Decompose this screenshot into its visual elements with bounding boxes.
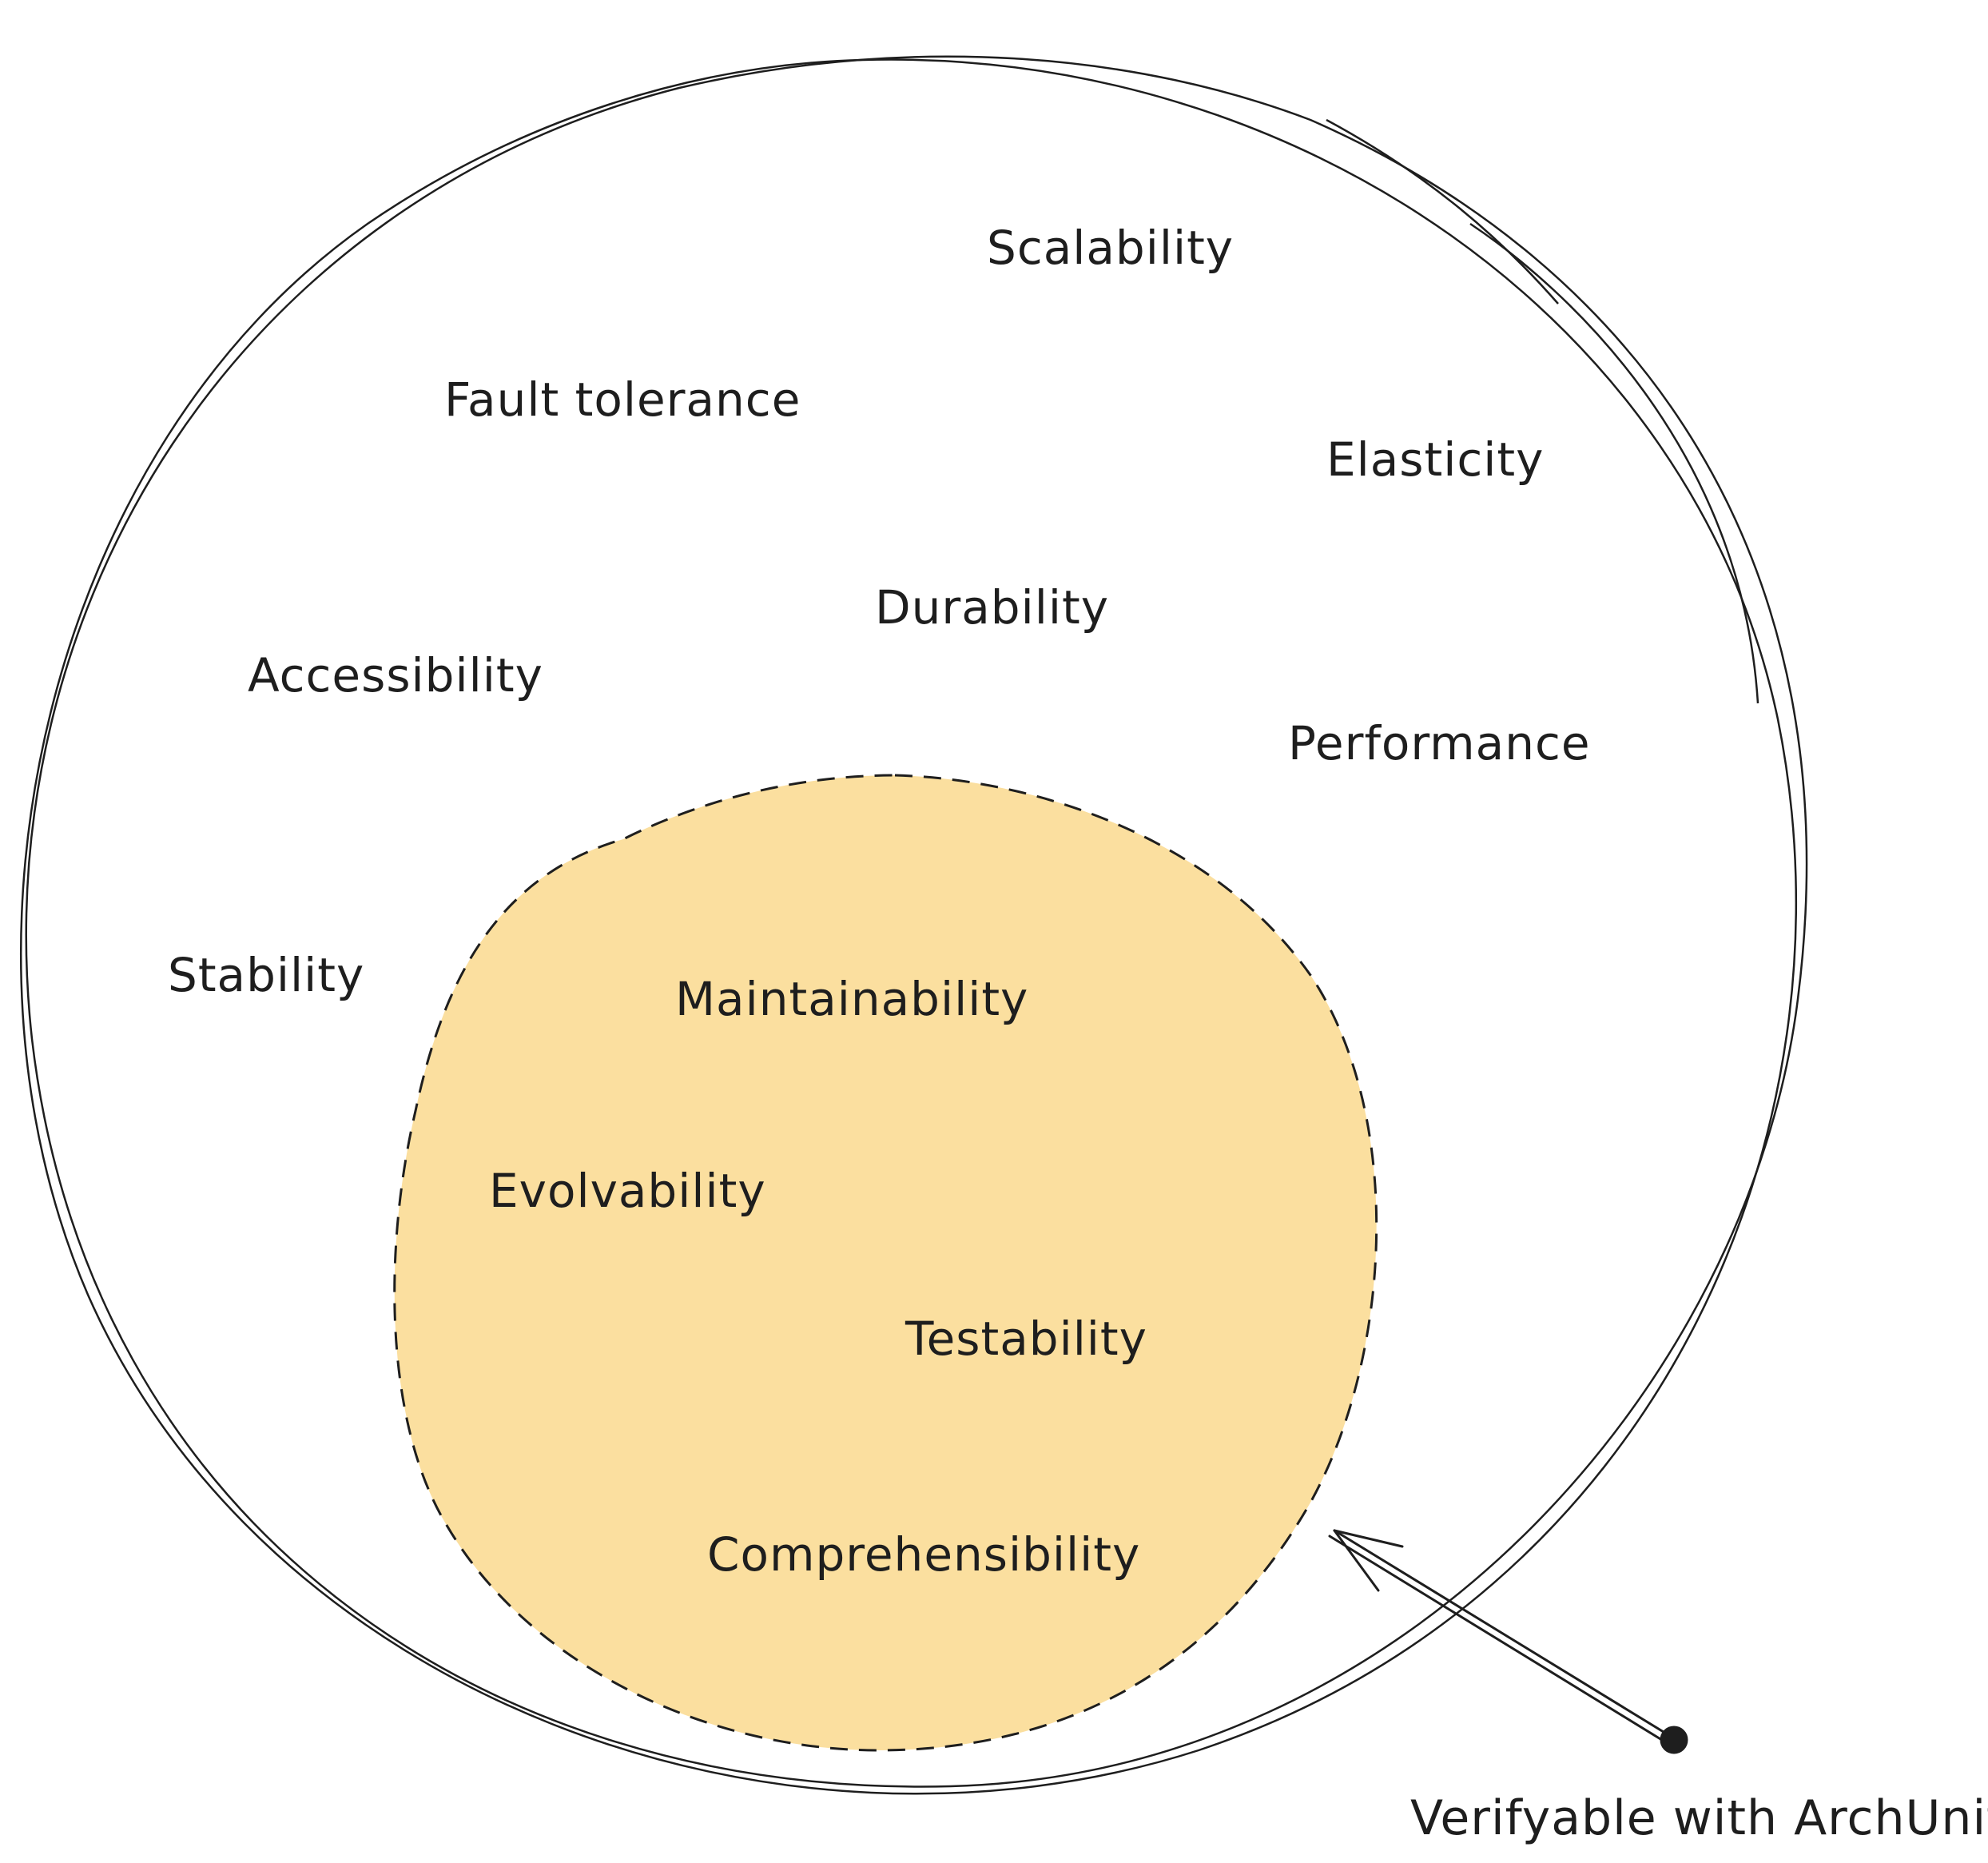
outer-circle <box>19 55 1808 1795</box>
inner-region <box>393 774 1378 1752</box>
label-maintainability: Maintainability <box>675 972 1028 1026</box>
label-accessibility: Accessibility <box>248 648 543 703</box>
annotation-arrow <box>1328 1529 1688 1754</box>
label-testability: Testability <box>905 1312 1147 1366</box>
inner-region-dashed-border <box>393 774 1378 1752</box>
label-stability: Stability <box>168 948 364 1002</box>
label-comprehensibility: Comprehensibility <box>707 1527 1140 1582</box>
label-scalability: Scalability <box>987 221 1234 275</box>
inner-region-fill <box>394 775 1377 1750</box>
label-fault-tolerance: Fault tolerance <box>444 372 801 427</box>
label-durability: Durability <box>875 580 1109 635</box>
label-evolvability: Evolvability <box>489 1164 766 1218</box>
caption-verifyable: Verifyable with ArchUnit <box>1410 1790 1988 1846</box>
label-performance: Performance <box>1288 716 1591 770</box>
label-elasticity: Elasticity <box>1326 432 1544 487</box>
